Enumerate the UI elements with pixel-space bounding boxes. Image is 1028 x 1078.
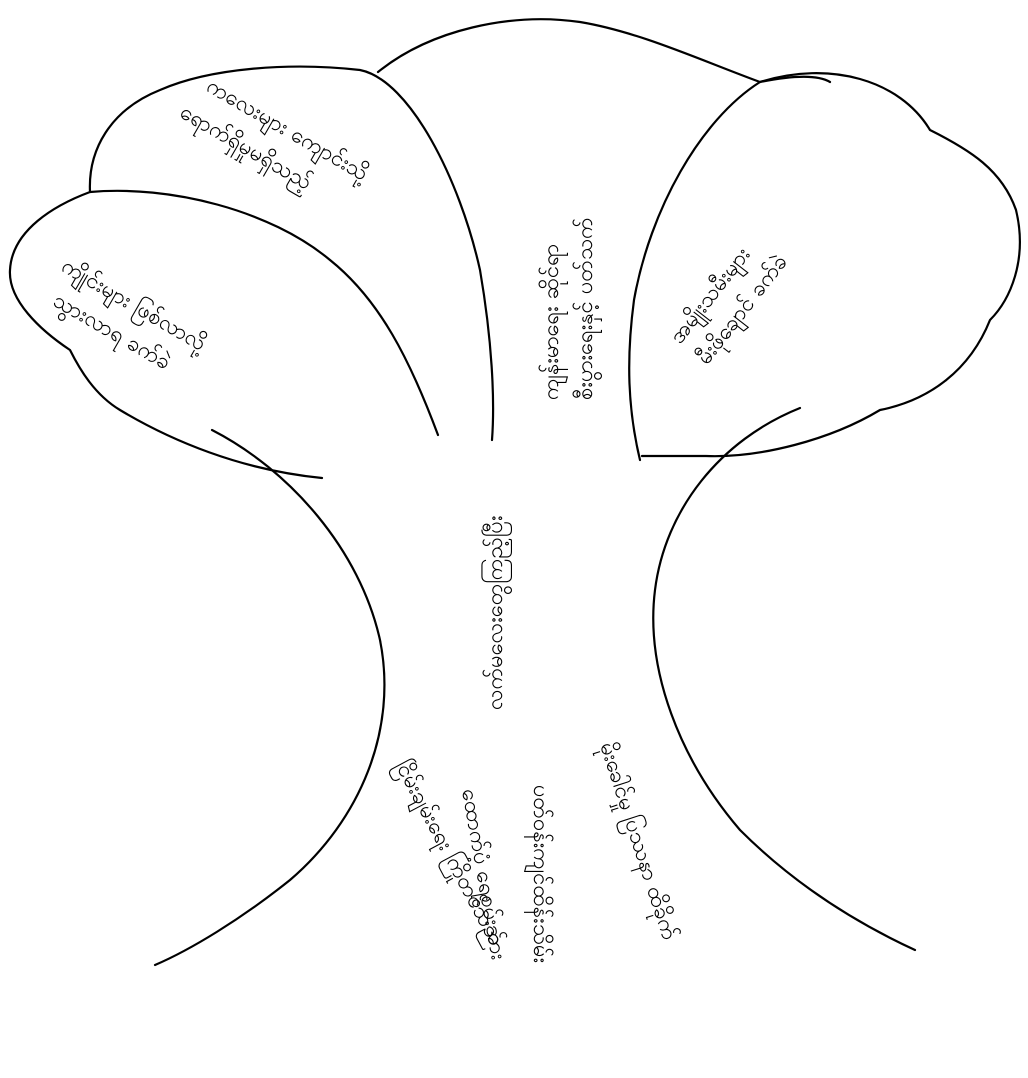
- left-leaf-text: ကျိုင်းများ ဖြစ်လာလို့ သွားလာရ ခက်ခဲ: [46, 252, 212, 380]
- left-leaf-outline: [8, 189, 440, 480]
- root-4-text: မိုးခေါင်မှု ပြဿနာ ထိခိုက်: [590, 739, 683, 945]
- top-leaf-text: စီးပွားရေးနှင့် ပတ်သက် ကျန်းမာရေး ဆိုင်ရ…: [538, 217, 603, 400]
- top-leaf-line1: စီးပွားရေးနှင့် ပတ်သက်: [572, 217, 603, 400]
- right-leaf-cloud: [640, 72, 1021, 458]
- top-leaf-line2: ကျန်းမာရေး ဆိုင်ရာ: [538, 244, 568, 400]
- right-leaf-text: အမျိုးသမီးများ မီးဖိုချောင် ခက်ခဲ: [664, 242, 796, 372]
- trunk-right-outline: [652, 406, 917, 952]
- upper-left-leaf-text: ကလေးများ ကျောင်းသို့ ရောက်ရှိမှုမရှိသည့်: [173, 73, 374, 200]
- root-3-text: ပတ်ဝန်းကျင်ထိန်းသိမ်း: [524, 785, 554, 963]
- trunk-label: လက်မလေးတွေကြည့်ပြီး: [481, 515, 513, 710]
- right-leaf-outline: [628, 80, 762, 462]
- trunk-left-outline: [153, 428, 386, 967]
- top-leaf-outline: [376, 18, 832, 84]
- trunk-text: လက်မလေးတွေကြည့်ပြီး: [481, 515, 513, 710]
- root-label: မိုးခေါင်မှု ပြဿနာ ထိခိုက်: [590, 739, 683, 945]
- upper-left-leaf-outline: [88, 65, 495, 442]
- root-label: ပတ်ဝန်းကျင်ထိန်းသိမ်း: [524, 785, 554, 963]
